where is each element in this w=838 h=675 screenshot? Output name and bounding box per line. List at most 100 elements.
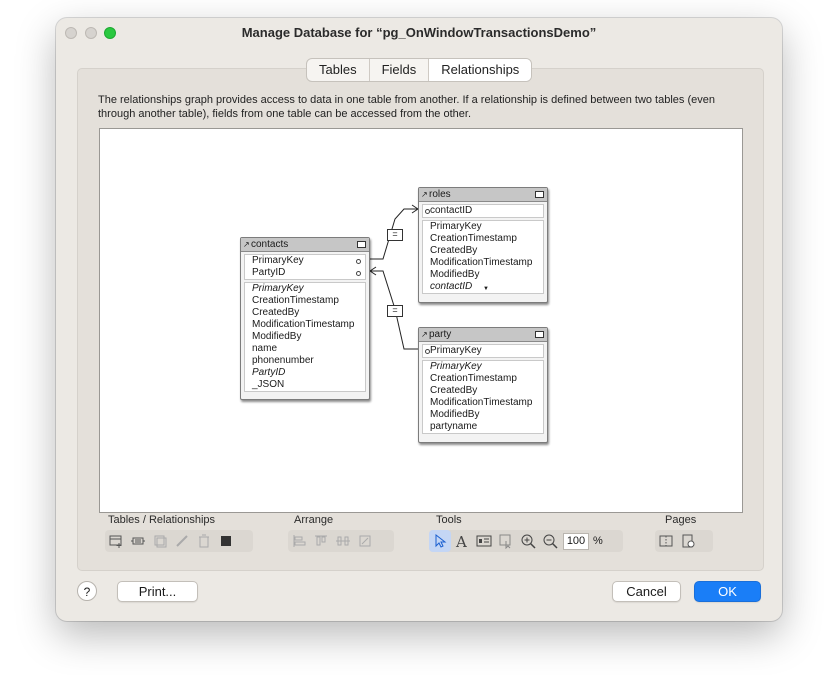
edit-button[interactable]: [171, 530, 193, 552]
zoom-out-icon: [543, 534, 558, 549]
cancel-button[interactable]: Cancel: [612, 581, 681, 602]
show-hide-icon: [499, 534, 511, 549]
align-left-button[interactable]: [288, 530, 310, 552]
tab-tables[interactable]: Tables: [307, 59, 370, 81]
zoom-out-button[interactable]: [539, 530, 561, 552]
add-table-button[interactable]: [105, 530, 127, 552]
table-arrow-icon: ↗: [421, 330, 428, 339]
page-breaks-icon: [659, 535, 673, 547]
align-top-button[interactable]: [310, 530, 332, 552]
field-row[interactable]: name: [252, 343, 278, 354]
note-tool[interactable]: [473, 530, 495, 552]
field-row[interactable]: CreatedBy: [252, 307, 300, 318]
field-row[interactable]: ModifiedBy: [430, 269, 480, 280]
collapse-table-icon[interactable]: [535, 331, 544, 338]
trash-icon: [199, 534, 209, 548]
field-row[interactable]: CreatedBy: [430, 385, 478, 396]
field-row[interactable]: PartyID: [245, 267, 365, 279]
ok-button[interactable]: OK: [694, 581, 761, 602]
field-row[interactable]: contactID: [423, 205, 543, 217]
scroll-down-icon[interactable]: ▼: [483, 286, 489, 292]
field-row[interactable]: ModificationTimestamp: [430, 257, 533, 268]
delete-button[interactable]: [193, 530, 215, 552]
table-name: roles: [429, 189, 451, 200]
table-name: contacts: [251, 239, 289, 250]
field-row[interactable]: PrimaryKey: [252, 283, 304, 294]
field-row[interactable]: ModificationTimestamp: [252, 319, 355, 330]
duplicate-button[interactable]: [149, 530, 171, 552]
table-header[interactable]: ↗ contacts: [241, 238, 369, 252]
print-button[interactable]: Print...: [117, 581, 198, 602]
resize-icon: [359, 535, 371, 547]
table-occurrence-party[interactable]: ↗ party PrimaryKey PrimaryKey CreationTi…: [418, 327, 548, 443]
relationships-description: The relationships graph provides access …: [98, 94, 715, 120]
add-table-icon: [109, 535, 122, 548]
tables-relationships-toolbar: [105, 530, 253, 552]
arrange-toolbar: [288, 530, 394, 552]
pages-label: Pages: [665, 514, 697, 526]
table-occurrence-contacts[interactable]: ↗ contacts PrimaryKey PartyID PrimaryKey…: [240, 237, 370, 400]
field-list: PrimaryKey CreationTimestamp CreatedBy M…: [244, 282, 366, 392]
text-tool[interactable]: A: [451, 530, 473, 552]
field-row[interactable]: PrimaryKey: [245, 255, 365, 267]
table-name: party: [429, 329, 452, 340]
zoom-unit-label: %: [593, 535, 603, 547]
field-row[interactable]: PrimaryKey: [430, 221, 482, 232]
page-breaks-button[interactable]: [655, 530, 677, 552]
table-occurrence-roles[interactable]: ↗ roles contactID PrimaryKey CreationTim…: [418, 187, 548, 303]
relationships-graph[interactable]: = = ↗ contacts PrimaryKey PartyID Primar…: [99, 128, 743, 513]
table-header[interactable]: ↗ party: [419, 328, 547, 342]
relationship-icon: [131, 537, 145, 545]
zoom-in-button[interactable]: [517, 530, 539, 552]
page-setup-button[interactable]: [677, 530, 699, 552]
field-list: PrimaryKey CreationTimestamp CreatedBy M…: [422, 360, 544, 434]
field-row[interactable]: phonenumber: [252, 355, 314, 366]
field-row[interactable]: ModificationTimestamp: [430, 397, 533, 408]
relationship-line-contacts-roles: [370, 208, 418, 260]
show-hide-tool[interactable]: [495, 530, 517, 552]
field-row[interactable]: PrimaryKey: [430, 361, 482, 372]
help-button[interactable]: ?: [77, 581, 97, 601]
add-relationship-button[interactable]: [127, 530, 149, 552]
minimize-window-button[interactable]: [85, 27, 97, 39]
table-header[interactable]: ↗ roles: [419, 188, 547, 202]
field-row[interactable]: CreationTimestamp: [430, 233, 517, 244]
tab-bar: Tables Fields Relationships: [306, 58, 533, 82]
resize-button[interactable]: [354, 530, 376, 552]
close-window-button[interactable]: [65, 27, 77, 39]
relationship-operator-contacts-roles[interactable]: =: [387, 229, 403, 241]
svg-text:A: A: [455, 533, 467, 549]
match-fields: contactID: [422, 204, 544, 218]
field-row[interactable]: partyname: [430, 421, 478, 432]
pointer-icon: [435, 533, 447, 548]
zoom-level-input[interactable]: 100: [563, 532, 589, 550]
zoom-in-icon: [521, 534, 536, 549]
tools-toolbar: A 100 %: [429, 530, 623, 552]
field-row[interactable]: ModifiedBy: [430, 409, 480, 420]
field-row[interactable]: PrimaryKey: [423, 345, 543, 357]
field-row[interactable]: contactID: [430, 281, 473, 292]
tab-relationships[interactable]: Relationships: [429, 59, 532, 81]
selection-tool[interactable]: [429, 530, 451, 552]
field-row[interactable]: PartyID: [252, 367, 286, 378]
color-button[interactable]: [215, 530, 237, 552]
field-list: PrimaryKey CreationTimestamp CreatedBy M…: [422, 220, 544, 294]
tools-label: Tools: [436, 514, 462, 526]
field-row[interactable]: CreationTimestamp: [252, 295, 339, 306]
window-title: Manage Database for “pg_OnWindowTransact…: [241, 25, 597, 40]
tab-fields[interactable]: Fields: [370, 59, 430, 81]
field-row[interactable]: ModifiedBy: [252, 331, 302, 342]
field-row[interactable]: CreatedBy: [430, 245, 478, 256]
collapse-table-icon[interactable]: [357, 241, 366, 248]
collapse-table-icon[interactable]: [535, 191, 544, 198]
text-icon: A: [455, 533, 467, 549]
field-row[interactable]: CreationTimestamp: [430, 373, 517, 384]
distribute-icon: [336, 536, 350, 546]
pages-toolbar: [655, 530, 713, 552]
zoom-window-button[interactable]: [104, 27, 116, 39]
relationship-operator-contacts-party[interactable]: =: [387, 305, 403, 317]
field-row[interactable]: _JSON: [252, 379, 285, 390]
tables-relationships-label: Tables / Relationships: [108, 514, 216, 526]
distribute-button[interactable]: [332, 530, 354, 552]
align-top-icon: [315, 535, 327, 546]
